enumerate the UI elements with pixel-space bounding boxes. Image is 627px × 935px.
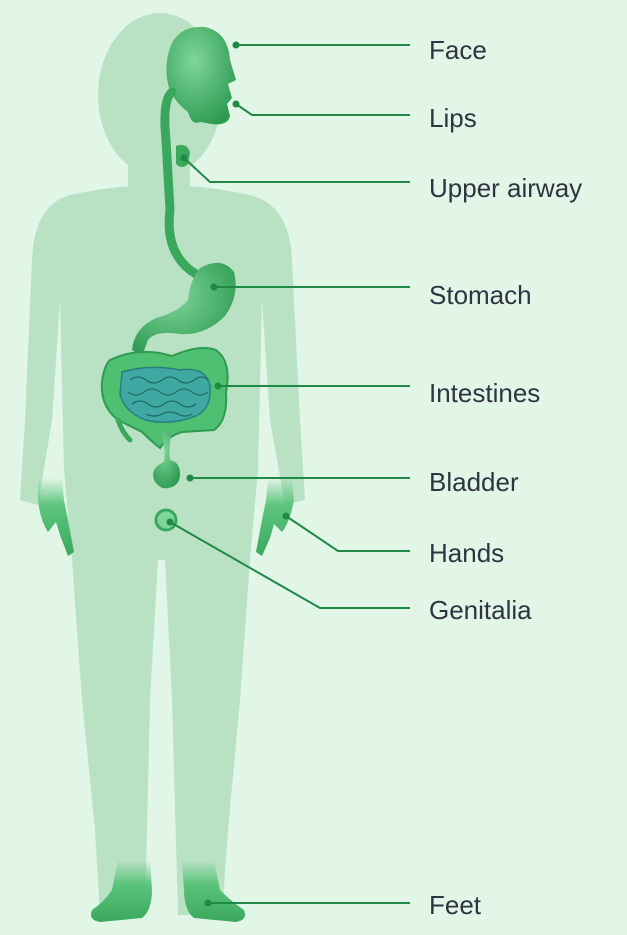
right-foot-organ [182, 860, 245, 922]
label-feet: Feet [429, 890, 481, 920]
leader-line-hands [286, 516, 410, 551]
leader-line-upper-airway [184, 158, 410, 182]
label-intestines: Intestines [429, 378, 540, 408]
label-bladder: Bladder [429, 467, 519, 497]
label-lips: Lips [429, 103, 477, 133]
label-face: Face [429, 35, 487, 65]
label-upper-airway: Upper airway [429, 173, 582, 203]
genitalia-organ [156, 510, 176, 530]
label-genitalia: Genitalia [429, 595, 532, 625]
leader-line-lips [236, 104, 410, 115]
label-stomach: Stomach [429, 280, 532, 310]
label-hands: Hands [429, 538, 504, 568]
